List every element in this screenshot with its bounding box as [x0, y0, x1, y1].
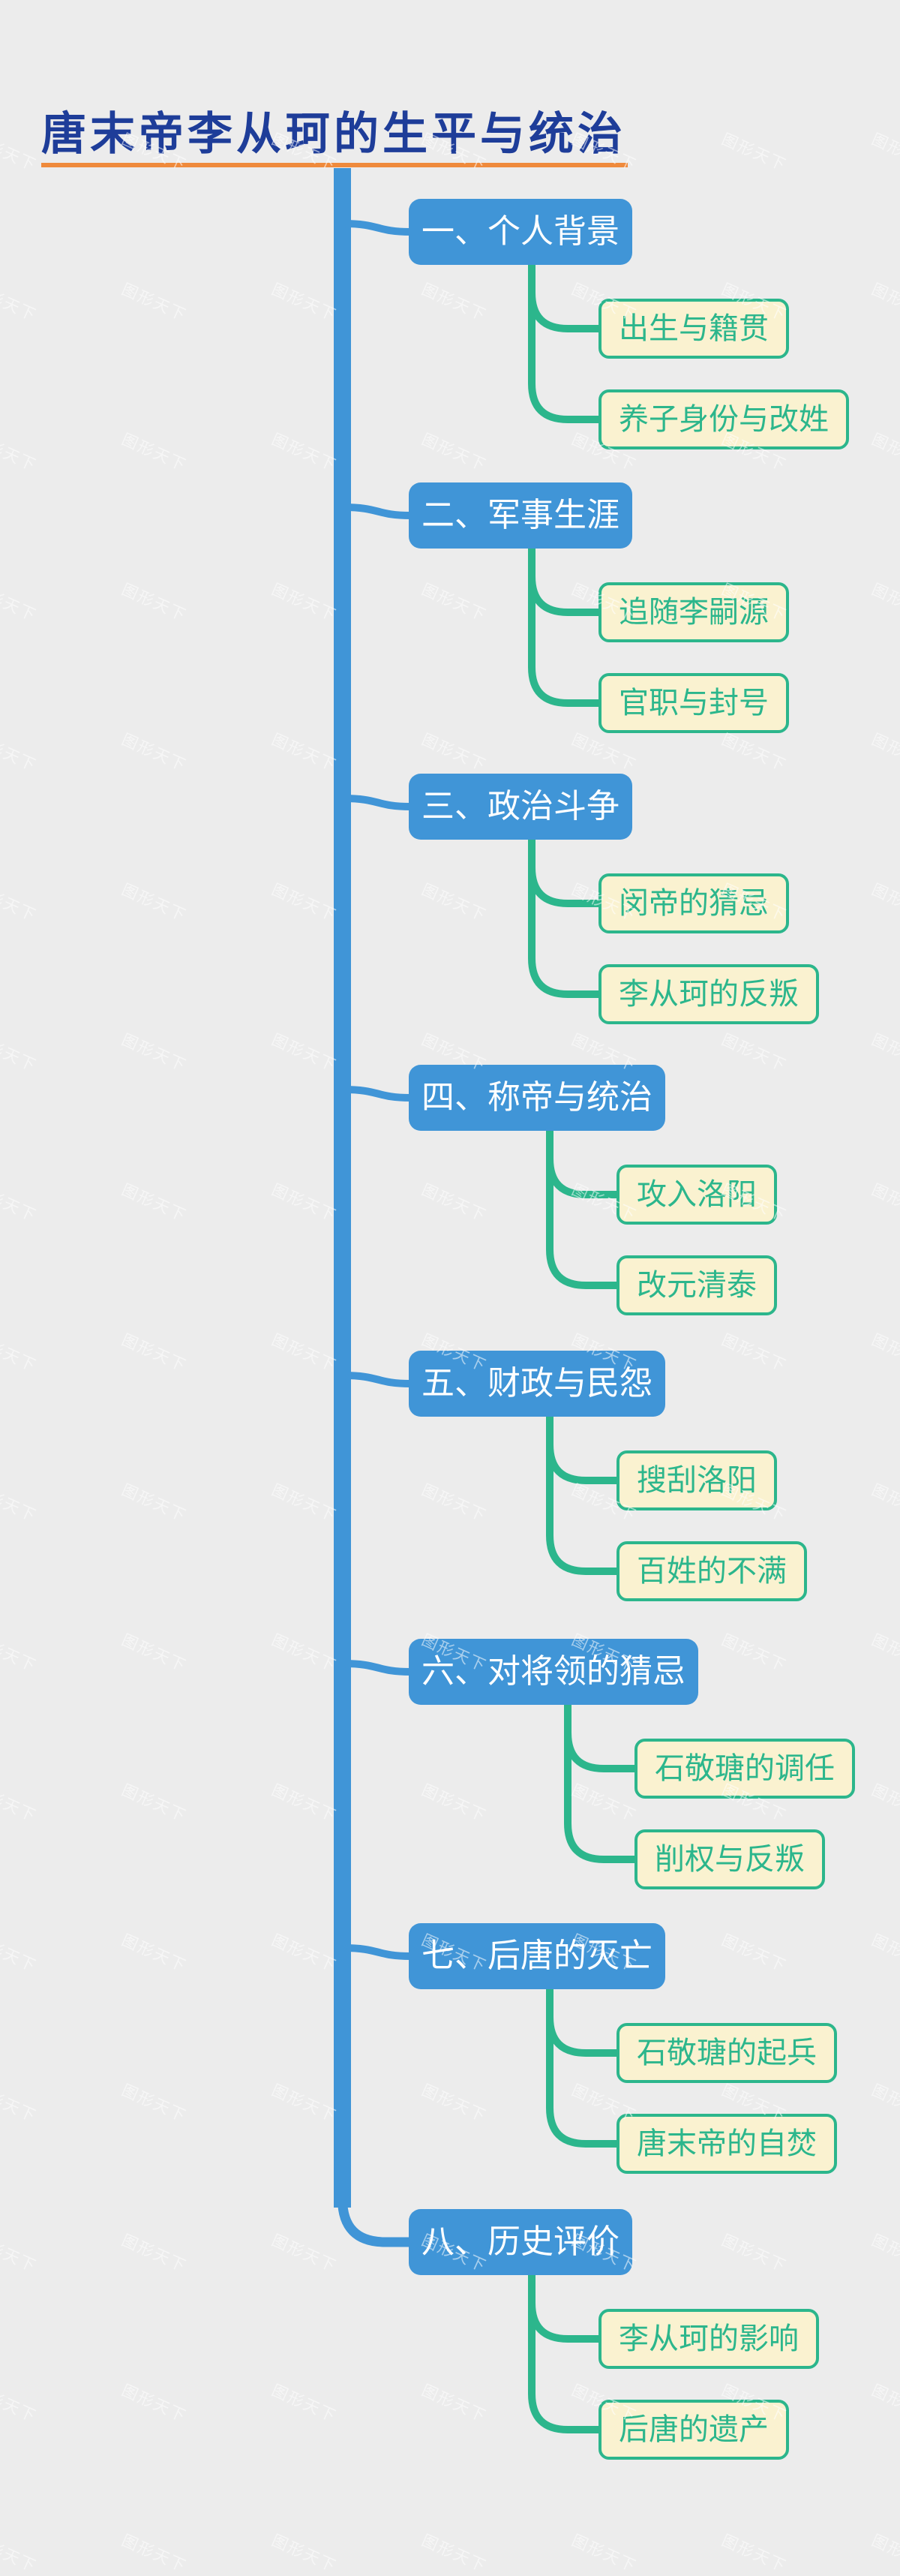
child-node[interactable]: 攻入洛阳: [616, 1165, 777, 1225]
child-connector: [546, 1158, 620, 1198]
child-connector: [528, 2274, 602, 2433]
child-node[interactable]: 唐末帝的自焚: [616, 2114, 837, 2174]
branch-connector: [343, 795, 411, 810]
child-connector: [528, 263, 602, 423]
child-node[interactable]: 削权与反叛: [634, 1829, 825, 1889]
child-node[interactable]: 官职与封号: [598, 673, 789, 733]
child-connector: [546, 1988, 620, 2148]
branch-node[interactable]: 七、后唐的灭亡: [409, 1923, 665, 1989]
child-connector: [528, 838, 602, 998]
child-connector: [528, 867, 602, 907]
trunk-hook-connector: [338, 2198, 410, 2247]
child-node[interactable]: 追随李嗣源: [598, 582, 789, 642]
child-connector: [528, 2302, 602, 2343]
child-node[interactable]: 石敬瑭的起兵: [616, 2023, 837, 2083]
child-connector: [528, 292, 602, 332]
child-connector: [564, 1732, 638, 1772]
child-connector: [528, 576, 602, 616]
child-node[interactable]: 搜刮洛阳: [616, 1450, 777, 1510]
child-node[interactable]: 李从珂的反叛: [598, 964, 819, 1024]
child-node[interactable]: 闵帝的猜忌: [598, 873, 789, 933]
child-connector: [546, 1415, 620, 1575]
central-topic-node[interactable]: 唐末帝李从珂的生平与统治: [41, 110, 628, 167]
branch-node[interactable]: 六、对将领的猜忌: [409, 1639, 698, 1705]
branch-node[interactable]: 一、个人背景: [409, 199, 632, 265]
child-node[interactable]: 后唐的遗产: [598, 2400, 789, 2460]
branch-node[interactable]: 八、历史评价: [409, 2209, 632, 2275]
child-connector: [546, 2016, 620, 2057]
branch-node[interactable]: 四、称帝与统治: [409, 1065, 665, 1131]
child-node[interactable]: 出生与籍贯: [598, 299, 789, 359]
central-topic-label: 唐末帝李从珂的生平与统治: [41, 108, 626, 161]
child-node[interactable]: 李从珂的影响: [598, 2309, 819, 2369]
child-node[interactable]: 养子身份与改姓: [598, 389, 849, 449]
child-connector: [546, 1444, 620, 1484]
branch-connector: [343, 503, 411, 519]
branch-connector: [343, 1944, 411, 1960]
branch-node[interactable]: 二、军事生涯: [409, 482, 632, 549]
branch-connector: [343, 1086, 411, 1102]
branch-connector: [343, 220, 411, 236]
branch-connector: [343, 1660, 411, 1676]
child-node[interactable]: 百姓的不满: [616, 1541, 807, 1601]
child-node[interactable]: 改元清泰: [616, 1255, 777, 1315]
child-connector: [528, 547, 602, 707]
child-connector: [564, 1703, 638, 1863]
branch-node[interactable]: 五、财政与民怨: [409, 1351, 665, 1417]
child-node[interactable]: 石敬瑭的调任: [634, 1739, 855, 1799]
child-connector: [546, 1129, 620, 1289]
branch-node[interactable]: 三、政治斗争: [409, 774, 632, 840]
branch-connector: [343, 1372, 411, 1387]
